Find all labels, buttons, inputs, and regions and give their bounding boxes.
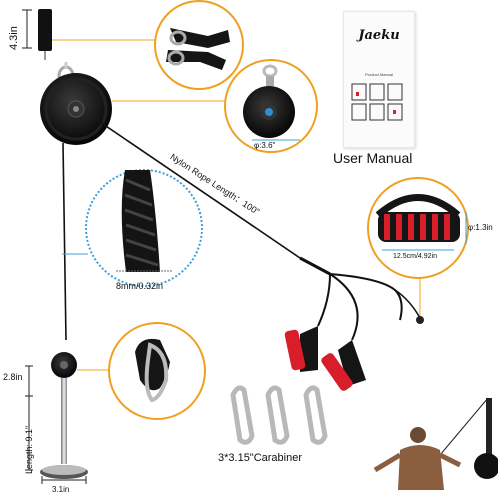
main-pulley (40, 73, 112, 145)
lower-pulley (51, 352, 77, 378)
top-height-label: 4.3in (8, 26, 20, 50)
carabiner-callout (108, 322, 206, 420)
carabiner-caption: 3*3.15"Carabiner (218, 452, 303, 464)
top-dimension-marker (22, 9, 32, 49)
loading-pin-bar (40, 378, 88, 479)
nylon-rope-diagonal (99, 121, 301, 259)
base-width-label: 3.1in (52, 485, 70, 494)
side-dimension-markers (25, 365, 87, 484)
handle-length-label: 12.5cm/4.92in (393, 253, 437, 260)
handle-cable-set (284, 256, 424, 391)
rope-diameter-label: 8mm/0.32in (116, 281, 164, 291)
athlete-photo (373, 397, 498, 490)
handle-callout (367, 177, 469, 279)
rope-callout (62, 169, 203, 287)
user-manual-caption: User Manual (333, 150, 413, 166)
manual-subtitle: Product Manual (364, 72, 393, 77)
manual-brand: Jaeku (358, 28, 400, 43)
carabiner-set (230, 385, 328, 445)
handle-diameter-label: φ:1.3in (468, 223, 493, 232)
door-anchor-strap (38, 9, 75, 87)
pulley-callout (224, 59, 318, 153)
pulley-diameter-label: φ:3.6" (254, 141, 276, 150)
nylon-rope-vertical (62, 142, 67, 341)
side-height-label: 2.8in (3, 372, 23, 382)
bar-length-label: Length: 9.1" (24, 425, 34, 474)
user-manual-booklet: Jaeku Product Manual (343, 11, 415, 148)
strap-callout (154, 0, 244, 90)
manual-diagrams (351, 83, 403, 121)
